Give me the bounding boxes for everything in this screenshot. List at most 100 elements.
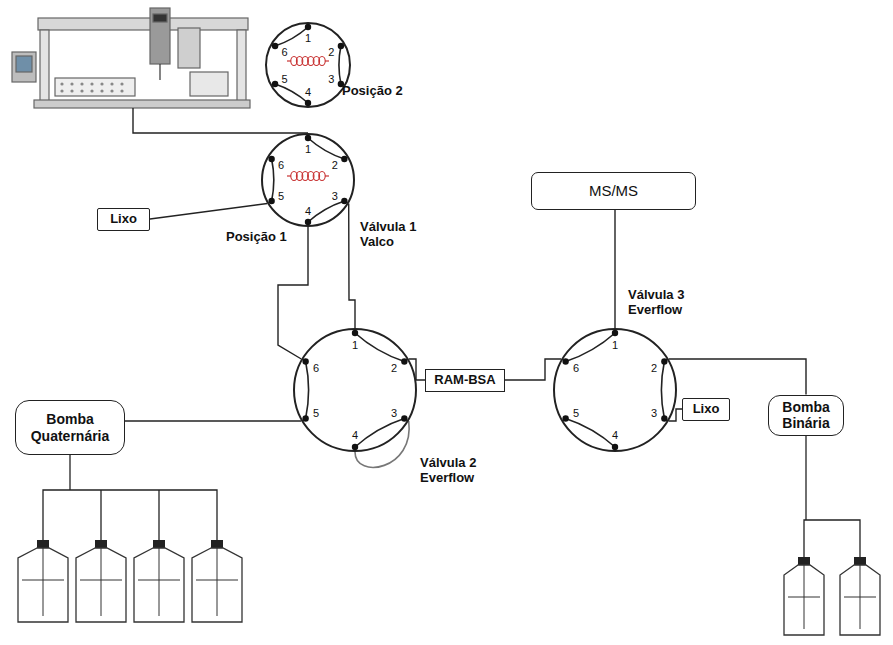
bottle-tube <box>43 548 44 616</box>
bottle-cap <box>211 540 223 548</box>
tubing-connector <box>505 359 561 380</box>
bottle-level <box>22 580 64 581</box>
valve-port <box>612 330 618 336</box>
solvent-bottle <box>840 557 880 635</box>
bottle-cap <box>37 540 49 548</box>
box-label: RAM-BSA <box>434 373 495 388</box>
port-number: 5 <box>573 406 579 419</box>
tray-wells <box>60 82 123 92</box>
valve-label: Válvula 2 Everflow <box>420 456 492 486</box>
wash-station <box>190 72 228 96</box>
connectors <box>125 204 806 422</box>
port-number: 4 <box>612 429 618 442</box>
solvent-bottle <box>192 540 242 622</box>
valve-channel <box>339 46 341 84</box>
port-number: 1 <box>612 339 618 352</box>
bottle-cap <box>854 557 866 565</box>
port-number: 4 <box>305 205 311 218</box>
tubing-connector <box>150 204 267 220</box>
waste-box: Lixo <box>682 398 730 421</box>
valve-port <box>562 358 568 364</box>
valve-port <box>302 415 308 421</box>
tray-well <box>70 82 73 85</box>
tray-well <box>90 89 93 92</box>
port-number: 2 <box>328 45 334 58</box>
valve-port <box>305 24 311 30</box>
port-number: 4 <box>352 429 358 442</box>
port-number: 5 <box>278 189 284 202</box>
valve-channel <box>355 333 404 362</box>
detector-box: MS/MS <box>531 172 696 210</box>
port-number: 3 <box>651 406 657 419</box>
tubing-connector <box>125 420 301 421</box>
valve-port <box>338 43 344 49</box>
tray-well <box>60 89 63 92</box>
valve-label: Válvula 1 Valco <box>360 220 432 250</box>
tray-well <box>60 82 63 85</box>
tray-well <box>120 89 123 92</box>
solvent-line <box>158 490 159 540</box>
port-number: 1 <box>305 32 311 45</box>
valve-body <box>266 23 350 107</box>
bottle-body <box>76 548 126 622</box>
port-number: 1 <box>352 339 358 352</box>
autosampler-base <box>34 100 250 108</box>
box-label: Lixo <box>110 212 137 227</box>
tubing-connector <box>349 204 355 329</box>
valve-port <box>305 219 311 225</box>
valve-channel <box>308 201 344 222</box>
bottle-tube <box>159 548 160 616</box>
sample-loop-coil <box>319 172 325 181</box>
valve-port <box>272 43 278 49</box>
port-number: 6 <box>278 158 284 171</box>
bottle-body <box>840 565 880 635</box>
bottle-level <box>844 597 876 598</box>
port-number: 5 <box>313 406 319 419</box>
port-number: 2 <box>651 361 657 374</box>
valve-label: Válvula 3 Everflow <box>628 288 700 318</box>
valve-port <box>562 415 568 421</box>
tray-well <box>70 89 73 92</box>
autosampler-illustration <box>12 8 250 108</box>
valve-1-valco: 123456Posição 1Válvula 1 Valco <box>261 133 355 227</box>
valve-channel <box>275 84 308 103</box>
valve-port <box>401 415 407 421</box>
valve-port <box>661 358 667 364</box>
autosampler-tubing <box>133 108 308 133</box>
port-number: 2 <box>332 158 338 171</box>
bottle-cap <box>95 540 107 548</box>
valve-body <box>554 329 676 451</box>
autosampler-arm <box>178 28 200 68</box>
valve-channel <box>355 419 404 448</box>
valve-port <box>612 444 618 450</box>
bottle-tube <box>217 548 218 616</box>
tray-well <box>120 82 123 85</box>
solvent-line <box>43 490 217 540</box>
bottle-tube <box>101 548 102 616</box>
bottle-level <box>196 580 238 581</box>
port-number: 6 <box>282 45 288 58</box>
solvent-bottle <box>18 540 68 622</box>
autosampler-rail <box>38 18 248 30</box>
valve-3-everflow: 123456Válvula 3 Everflow <box>553 328 677 452</box>
autosampler-needle <box>159 64 160 80</box>
port-number: 1 <box>305 143 311 156</box>
tray-well <box>110 82 113 85</box>
bottle-body <box>784 565 824 635</box>
box-label: Lixo <box>693 402 720 417</box>
tubing-connector <box>614 210 615 328</box>
solvent-bottle <box>76 540 126 622</box>
port-number: 6 <box>313 361 319 374</box>
bottle-body <box>192 548 242 622</box>
bottle-body <box>134 548 184 622</box>
valve-port <box>661 415 667 421</box>
box-label: MS/MS <box>589 182 638 199</box>
solvent-bottles <box>18 540 880 635</box>
pump-box: Bomba Quaternária <box>15 400 125 455</box>
port-number: 3 <box>328 72 334 85</box>
solvent-bottle <box>134 540 184 622</box>
valve-port <box>401 358 407 364</box>
port-number: 6 <box>573 361 579 374</box>
